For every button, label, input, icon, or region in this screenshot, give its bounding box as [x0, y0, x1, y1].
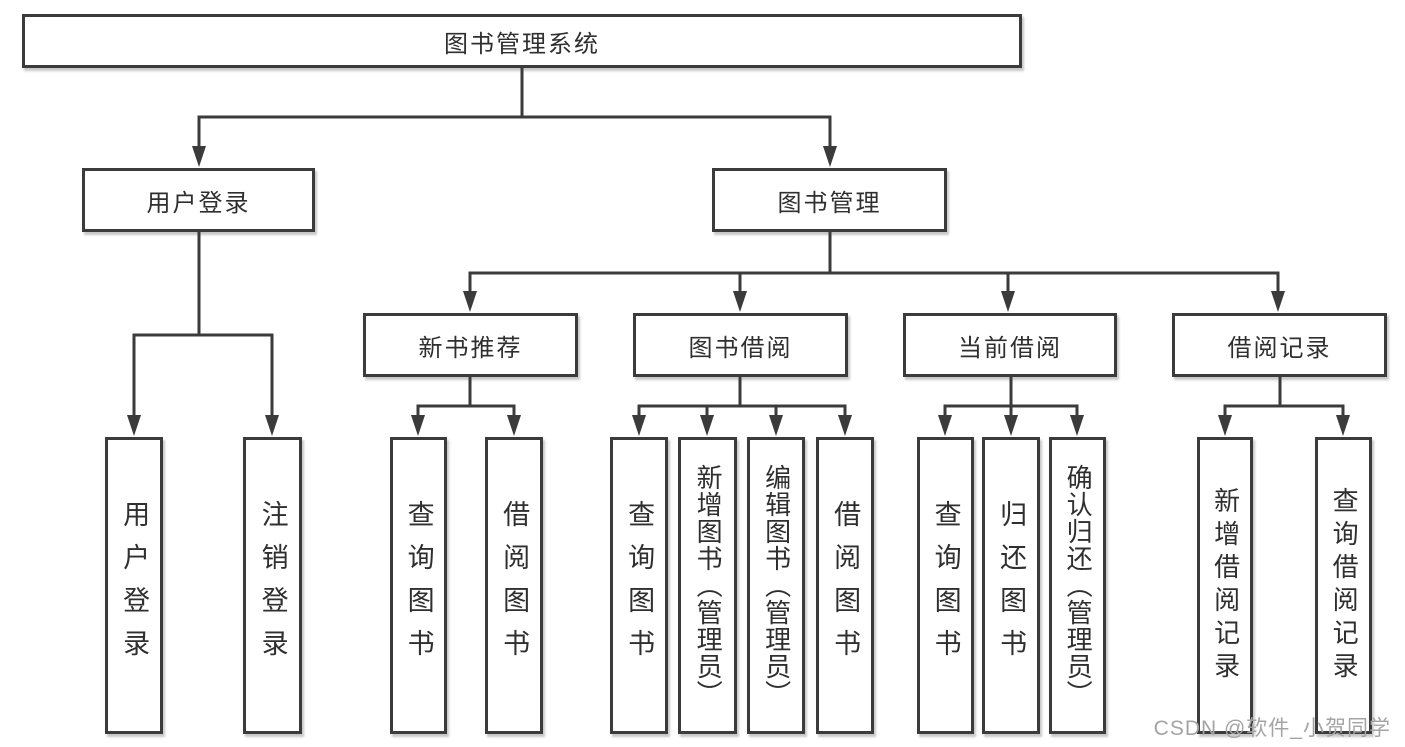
leaf-user-login: 用户登录	[105, 437, 163, 734]
node-book-borrowing: 图书借阅	[633, 313, 848, 377]
node-book-borrowing-label: 图书借阅	[688, 334, 793, 362]
node-new-book-recommend: 新书推荐	[363, 313, 578, 377]
leaf-return-books-label: 归还图书	[996, 499, 1027, 672]
node-current-borrowing: 当前借阅	[903, 313, 1117, 377]
node-current-borrowing-label: 当前借阅	[958, 334, 1062, 362]
leaf-recommend-borrow-books-label: 借阅图书	[499, 499, 530, 672]
leaf-borrowing-query-books-label: 查询图书	[624, 499, 655, 672]
node-borrowing-records-label: 借阅记录	[1227, 334, 1332, 362]
leaf-recommend-borrow-books: 借阅图书	[485, 437, 543, 734]
leaf-current-query-books-label: 查询图书	[930, 499, 961, 672]
node-book-management-label: 图书管理	[777, 189, 882, 217]
leaf-logout-label: 注销登录	[257, 499, 288, 672]
leaf-query-borrow-record: 查询借阅记录	[1315, 437, 1372, 734]
node-book-management: 图书管理	[712, 168, 947, 232]
leaf-recommend-query-books: 查询图书	[390, 437, 447, 734]
leaf-borrowing-borrow-books: 借阅图书	[816, 437, 874, 734]
node-user-login: 用户登录	[82, 168, 315, 232]
leaf-edit-books-admin: 编辑图书（管理员）	[747, 437, 805, 734]
leaf-borrowing-borrow-books-label: 借阅图书	[830, 499, 861, 672]
leaf-return-books: 归还图书	[982, 437, 1040, 734]
leaf-user-login-label: 用户登录	[119, 499, 150, 672]
node-user-login-label: 用户登录	[146, 189, 251, 217]
leaf-edit-books-admin-label: 编辑图书（管理员）	[761, 464, 792, 707]
leaf-add-borrow-record-label: 新增借阅记录	[1210, 486, 1241, 685]
node-root-label: 图书管理系统	[444, 30, 600, 58]
leaf-query-borrow-record-label: 查询借阅记录	[1329, 486, 1360, 685]
leaf-add-books-admin: 新增图书（管理员）	[678, 437, 737, 734]
leaf-confirm-return-admin: 确认归还（管理员）	[1049, 437, 1106, 734]
leaf-add-borrow-record: 新增借阅记录	[1197, 437, 1253, 734]
leaf-borrowing-query-books: 查询图书	[610, 437, 668, 734]
node-borrowing-records: 借阅记录	[1172, 313, 1387, 377]
leaf-add-books-admin-label: 新增图书（管理员）	[693, 464, 724, 707]
leaf-confirm-return-admin-label: 确认归还（管理员）	[1063, 464, 1094, 707]
node-root: 图书管理系统	[22, 14, 1022, 68]
leaf-recommend-query-books-label: 查询图书	[403, 499, 434, 672]
leaf-logout: 注销登录	[243, 437, 302, 734]
csdn-watermark: CSDN @软件_小贺同学	[1153, 717, 1391, 740]
leaf-current-query-books: 查询图书	[917, 437, 974, 734]
node-new-book-recommend-label: 新书推荐	[418, 334, 523, 362]
